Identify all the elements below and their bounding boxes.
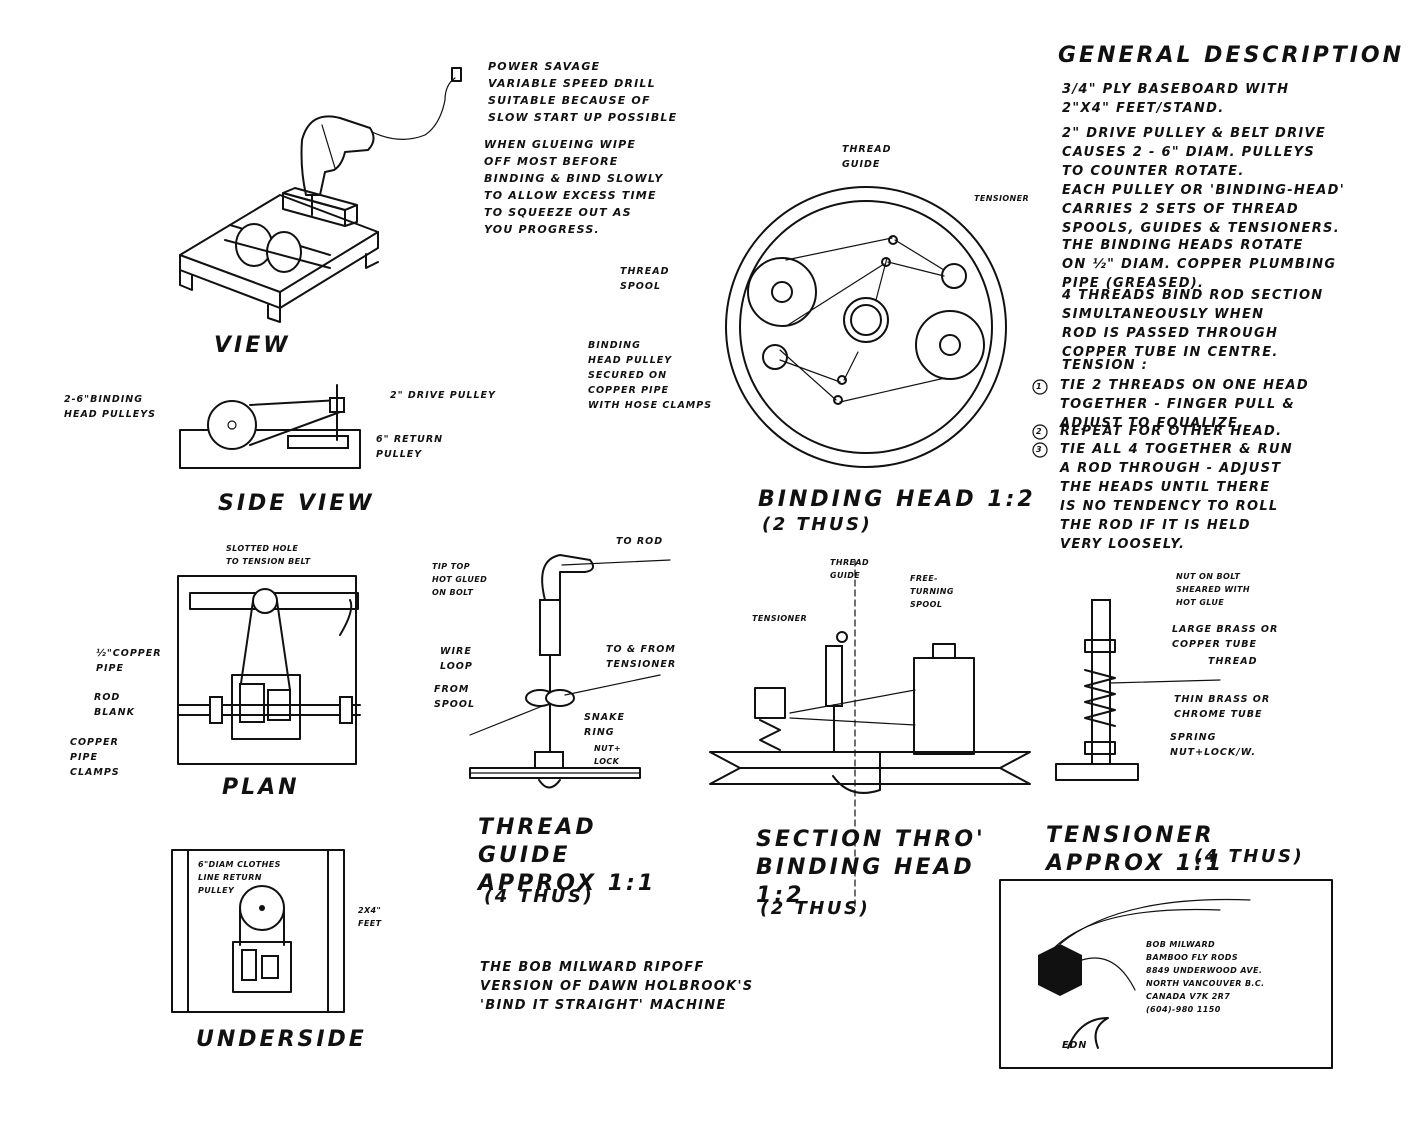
ten-nut-on-bolt-label: NUT ON BOLT SHEARED WITH HOT GLUE xyxy=(1176,572,1250,607)
tension-step-1: TIE 2 THREADS ON ONE HEAD TOGETHER - FIN… xyxy=(1060,378,1309,431)
drive-pulley-label: 2" DRIVE PULLEY xyxy=(390,390,496,401)
binding-pulleys-label: 2-6"BINDING HEAD PULLEYS xyxy=(64,394,156,420)
tg-to-rod-label: TO ROD xyxy=(616,536,664,547)
section-tensioner-label: TENSIONER xyxy=(752,614,808,623)
binding-head-drawing xyxy=(726,187,1006,467)
general-p1: 3/4" PLY BASEBOARD WITH 2"x4" FEET/STAND… xyxy=(1062,82,1290,116)
bh-thread-guide-label: THREAD GUIDE xyxy=(842,144,892,170)
underside-drawing xyxy=(172,850,344,1012)
thread-guide-subtitle: (4 THUS) xyxy=(484,886,595,907)
plan-title: PLAN xyxy=(222,775,300,800)
return-pulley-label: 6" RETURN PULLEY xyxy=(376,434,444,460)
binding-head-title: BINDING HEAD 1:2 xyxy=(758,487,1036,512)
thread-guide-drawing xyxy=(470,555,670,788)
general-p4: 4 THREADS BIND ROD SECTION SIMULTANEOUSL… xyxy=(1062,288,1324,360)
tension-title: TENSION : xyxy=(1062,358,1149,373)
tg-snake-ring-label: SNAKE RING xyxy=(584,712,625,738)
drill-note: POWER SAVAGE VARIABLE SPEED DRILL SUITAB… xyxy=(488,60,678,124)
side-view-title: SIDE VIEW xyxy=(218,491,375,516)
section-thread-guide-label: THREAD GUIDE xyxy=(830,558,870,580)
ten-brass-tube-label: LARGE BRASS OR COPPER TUBE xyxy=(1172,624,1279,650)
thread-guide-title: THREAD GUIDE APPROX 1:1 xyxy=(478,815,657,896)
clothes-line-pulley-label: 6"DIAM CLOTHES LINE RETURN PULLEY xyxy=(198,860,281,895)
section-title: SECTION THRO' BINDING HEAD 1:2 xyxy=(756,827,986,908)
stamp-mark: EDN xyxy=(1062,1040,1088,1051)
pipe-clamps-label: COPPER PIPE CLAMPS xyxy=(70,737,120,778)
stamp-drawing xyxy=(1000,880,1332,1068)
tension-step-2: REPEAT FOR OTHER HEAD. xyxy=(1060,424,1283,439)
tension-step-1-number: 1 xyxy=(1036,382,1042,391)
tg-nut-lock-label: NUT+ LOCK xyxy=(594,744,621,766)
underside-title: UNDERSIDE xyxy=(196,1027,367,1052)
plan-drawing xyxy=(178,576,360,764)
tg-wire-loop-label: WIRE LOOP xyxy=(440,646,473,672)
feet-label: 2x4" FEET xyxy=(358,906,382,928)
general-title: GENERAL DESCRIPTION xyxy=(1058,43,1405,68)
view-drawing xyxy=(180,68,461,322)
slotted-hole-label: SLOTTED HOLE TO TENSION BELT xyxy=(226,544,311,566)
tension-step-3: TIE ALL 4 TOGETHER & RUN A ROD THROUGH -… xyxy=(1060,442,1293,552)
bh-thread-spool-label: THREAD SPOOL xyxy=(620,266,670,292)
tension-step-3-number: 3 xyxy=(1036,445,1042,454)
general-p3: THE BINDING HEADS ROTATE ON ½" DIAM. COP… xyxy=(1062,238,1337,291)
tg-from-spool-label: FROM SPOOL xyxy=(434,684,476,710)
section-subtitle: (2 THUS) xyxy=(760,898,871,919)
ten-nut-lock-label: NUT+LOCK/W. xyxy=(1170,747,1256,758)
side-view-drawing xyxy=(180,385,360,468)
section-free-turning-label: FREE- TURNING SPOOL xyxy=(910,574,954,609)
view-title: VIEW xyxy=(214,333,291,358)
tension-step-2-number: 2 xyxy=(1036,427,1042,436)
step-number-circles xyxy=(1033,380,1047,457)
rod-blank-label: ROD BLANK xyxy=(94,692,135,718)
stamp-text: BOB MILWARD BAMBOO FLY RODS 8849 UNDERWO… xyxy=(1146,940,1265,1014)
section-drawing xyxy=(710,560,1030,910)
binding-head-subtitle: (2 THUS) xyxy=(762,514,873,535)
tg-tip-top-label: TIP TOP HOT GLUED ON BOLT xyxy=(432,562,488,597)
credit-note: THE BOB MILWARD RIPOFF VERSION OF DAWN H… xyxy=(480,960,754,1013)
copper-pipe-label: ½"COPPER PIPE xyxy=(96,648,162,674)
tensioner-drawing xyxy=(1056,600,1220,780)
tensioner-title: TENSIONER APPROX 1:1 xyxy=(1046,823,1225,876)
bh-tensioner-label: TENSIONER xyxy=(974,194,1030,203)
tensioner-subtitle: (4 THUS) xyxy=(1194,846,1305,867)
bh-pulley-note: BINDING HEAD PULLEY SECURED ON COPPER PI… xyxy=(588,340,713,411)
glue-note: WHEN GLUEING WIPE OFF MOST BEFORE BINDIN… xyxy=(484,138,664,236)
ten-spring-label: SPRING xyxy=(1170,732,1217,743)
general-p2: 2" DRIVE PULLEY & BELT DRIVE CAUSES 2 - … xyxy=(1062,126,1346,236)
ten-chrome-tube-label: THIN BRASS OR CHROME TUBE xyxy=(1174,694,1271,720)
tg-to-from-tensioner-label: TO & FROM TENSIONER xyxy=(606,644,677,670)
ten-thread-label: THREAD xyxy=(1208,656,1258,667)
